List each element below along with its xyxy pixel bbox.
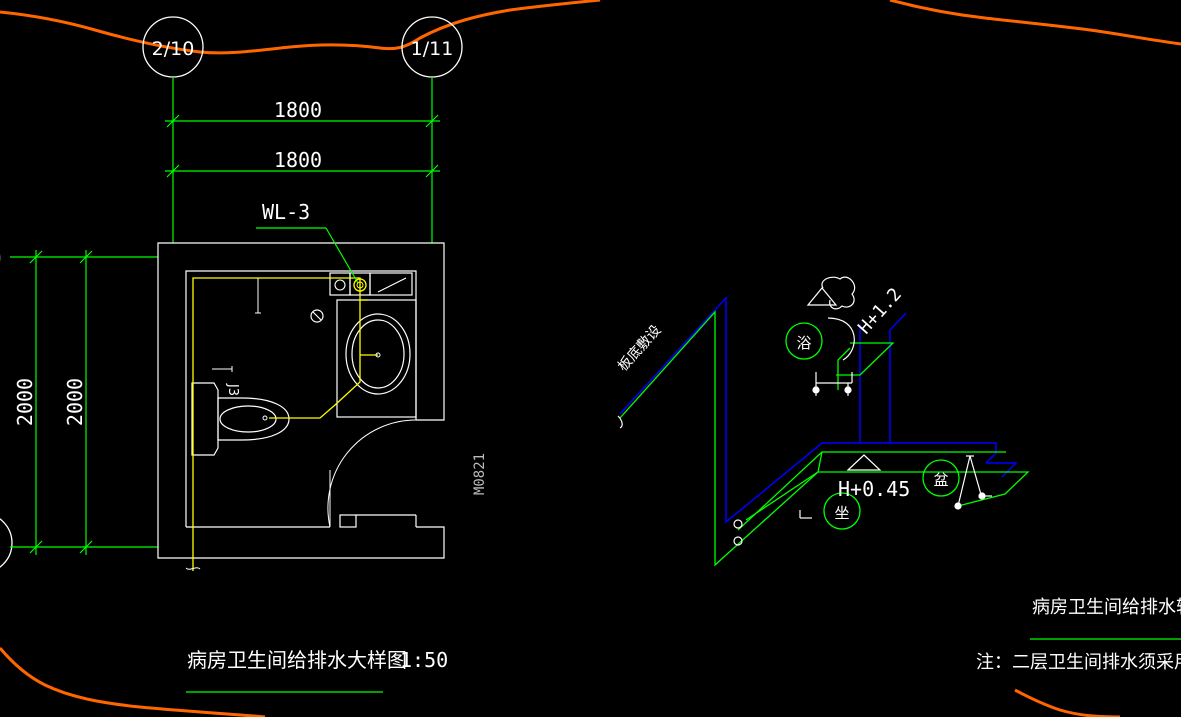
plan-title-block: 病房卫生间给排水大样图 1:50: [186, 648, 448, 693]
grid-bubble-label-1-11: 1/11: [411, 38, 454, 60]
riser-label: WL-3: [262, 200, 310, 224]
plan-walls: [157, 242, 445, 559]
dim-width-top: 1800: [274, 98, 322, 122]
fixture-tag-basin: [922, 459, 960, 497]
fixture-tag-toilet-label: 坐: [834, 504, 849, 522]
slab-note: 板底敷设: [615, 322, 664, 374]
iso-note: 注：二层卫生间排水须采用: [976, 652, 1181, 673]
basin-cabinet: [336, 299, 417, 418]
revision-cloud-bottom-right: [1014, 688, 1121, 717]
shower-height: H+1.2: [854, 284, 906, 338]
iso-green-pipe: [619, 310, 1030, 567]
toilet-bowl: [217, 397, 290, 441]
revision-cloud-top-left: [0, 0, 601, 55]
door-label: M0821: [472, 453, 488, 495]
grid-bubble-label-2-10: 2/10: [152, 38, 195, 60]
riser-wl3: WL-3: [256, 200, 367, 292]
dim-width-bottom: 1800: [274, 148, 322, 172]
riser-pipe-icon: [353, 278, 367, 292]
iso-fittings: [617, 276, 992, 546]
plan-fixtures: [191, 272, 417, 456]
faucet-height: H+0.45: [838, 477, 910, 501]
dim-height-outer: 2000: [13, 378, 37, 426]
toilet-tank: [191, 382, 219, 456]
fixture-tag-toilet: [823, 492, 861, 530]
revision-cloud-top-right: [889, 0, 1181, 46]
revision-cloud-bottom-left: [0, 647, 266, 717]
toilet-tag: J3: [225, 383, 240, 396]
basin: [345, 313, 411, 395]
iso-fixture-tags: 浴 盆 坐: [785, 322, 960, 530]
grid-bubble-left-partial-lower: [0, 518, 13, 568]
plan-dimensions: [10, 77, 440, 555]
iso-drain-pipe: [619, 296, 1018, 524]
shower-head-icon: [806, 287, 838, 306]
plan-title: 病房卫生间给排水大样图: [187, 648, 407, 672]
plan-dimension-text: 1800 1800 2000 2000: [13, 98, 322, 426]
fixture-tag-shower-label: 浴: [796, 334, 811, 352]
floor-drain-icon: [310, 309, 324, 323]
plan-small-marks: [185, 278, 381, 570]
dim-height-inner: 2000: [63, 378, 87, 426]
fixture-tag-shower: [785, 322, 823, 360]
fixture-tag-basin-label: 盆: [933, 471, 948, 489]
plan-scale: 1:50: [400, 648, 448, 672]
iso-title: 病房卫生间给排水轴: [1032, 597, 1181, 618]
iso-title-block: 病房卫生间给排水轴 注：二层卫生间排水须采用: [976, 597, 1181, 673]
